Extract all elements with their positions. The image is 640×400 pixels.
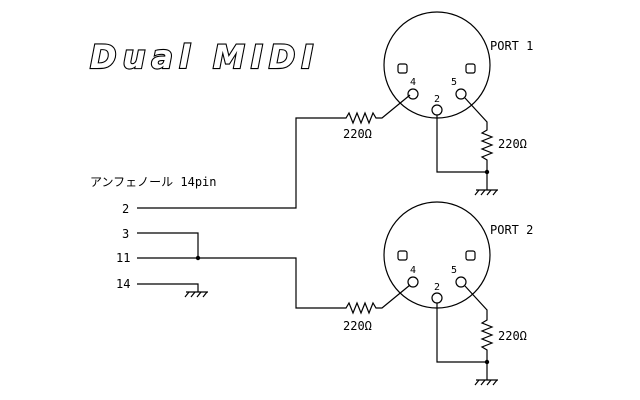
wire-pin2-to-port1 [137, 117, 340, 209]
din-pin-port1-4 [407, 88, 419, 100]
din-pin-port1-3 [465, 63, 476, 74]
pin-number-2: 2 [434, 282, 440, 293]
port-1: PORT 1 4 2 5 220Ω 220Ω [340, 11, 533, 196]
resistor-series-port2-label: 220Ω [343, 319, 372, 333]
junction-dot [195, 255, 201, 261]
din-pin-port2-4 [407, 276, 419, 288]
pin-label-2: 2 [122, 202, 129, 216]
wire-pin14 [137, 283, 199, 292]
ground-symbol-port2 [474, 379, 498, 386]
pin-number-2: 2 [434, 94, 440, 105]
pin-number-4: 4 [410, 77, 416, 88]
pin-number-5: 5 [451, 77, 457, 88]
pin-label-14: 14 [116, 277, 130, 291]
din-pin-port2-1 [397, 250, 408, 261]
wire-port2-pin2 [436, 303, 487, 363]
ground-symbol-pin14 [184, 291, 208, 298]
din-pin-port1-5 [455, 88, 467, 100]
port-1-label: PORT 1 [490, 39, 533, 53]
wire-pin3 [137, 232, 199, 258]
resistor-series-port1-label: 220Ω [343, 127, 372, 141]
pin-label-3: 3 [122, 227, 129, 241]
din-pin-port1-2 [431, 104, 443, 116]
connector-label: アンフェノール 14pin [90, 175, 217, 189]
resistor-shunt-port2 [464, 285, 494, 380]
port-2: PORT 2 4 2 5 220Ω 220Ω [340, 201, 533, 386]
resistor-shunt-port2-label: 220Ω [498, 329, 527, 343]
wire-port1-pin2 [436, 115, 487, 173]
pin-number-5: 5 [451, 265, 457, 276]
din-pin-port2-3 [465, 250, 476, 261]
port-2-label: PORT 2 [490, 223, 533, 237]
wire-pin11-to-port2 [137, 257, 340, 309]
resistor-series-port1 [340, 94, 411, 125]
ground-symbol-port1 [474, 189, 498, 196]
resistor-shunt-port1 [464, 97, 494, 190]
resistor-shunt-port1-label: 220Ω [498, 137, 527, 151]
pin-label-11: 11 [116, 251, 130, 265]
diagram-title: Dual MIDI [90, 38, 319, 76]
pin-number-4: 4 [410, 265, 416, 276]
resistor-series-port2 [340, 284, 411, 315]
din-pin-port2-2 [431, 292, 443, 304]
din-pin-port2-5 [455, 276, 467, 288]
din-pin-port1-1 [397, 63, 408, 74]
